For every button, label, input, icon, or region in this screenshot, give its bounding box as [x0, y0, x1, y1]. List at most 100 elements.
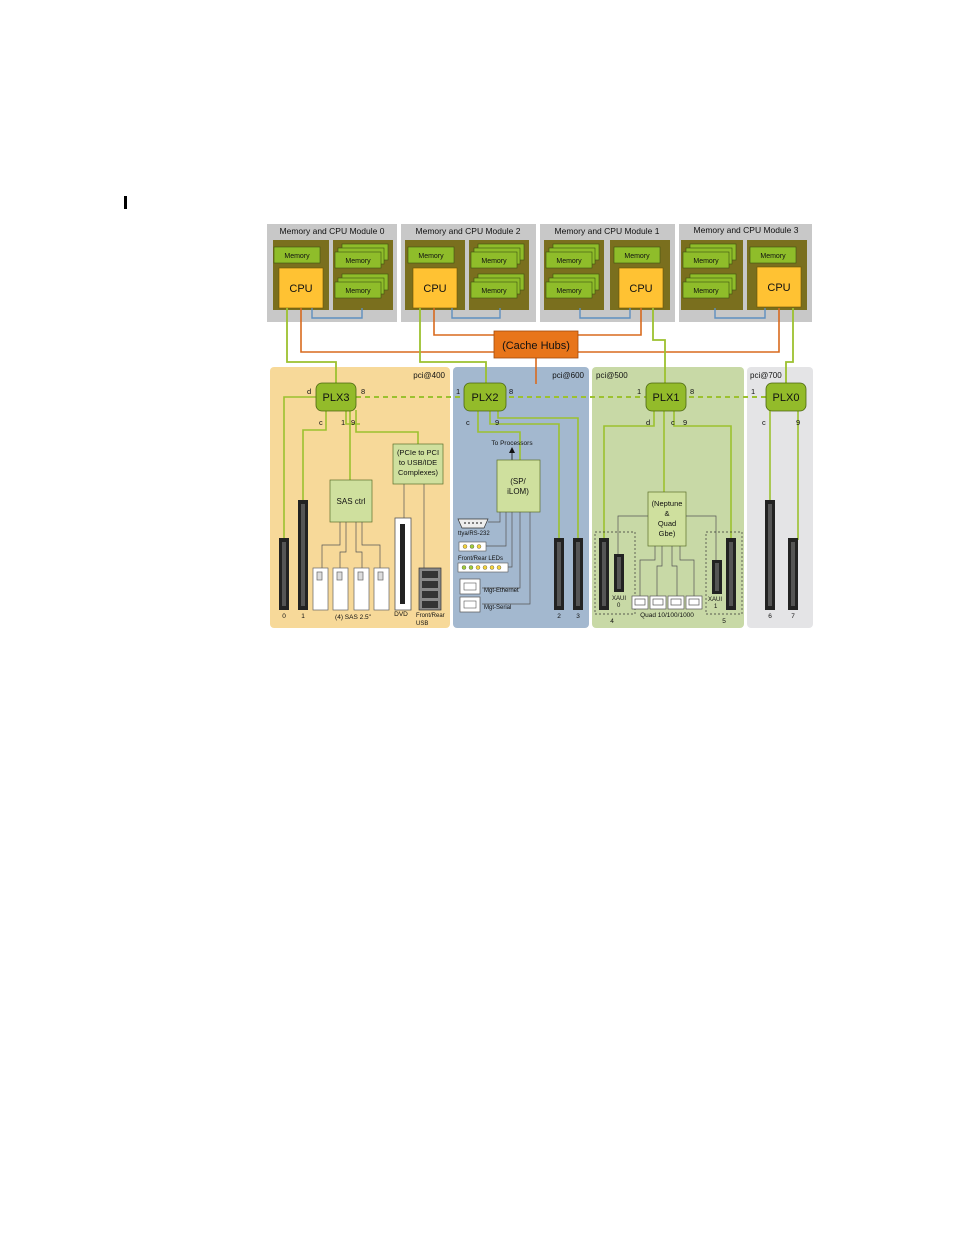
usb-label: USB	[416, 621, 428, 627]
svg-text:7: 7	[791, 613, 795, 620]
tty-label: ttya/RS-232	[458, 531, 490, 537]
region-label: pci@400	[413, 371, 445, 380]
cpu-plx-links	[286, 308, 794, 384]
cpu-label: CPU	[289, 283, 312, 295]
cpu-label: CPU	[629, 283, 652, 295]
quad-ethernet-ports	[631, 595, 703, 610]
region-label: pci@700	[750, 371, 782, 380]
slot-4-group	[594, 531, 636, 615]
svg-text:9: 9	[683, 418, 687, 427]
slot-numbers: 0 1 2 3 4 5 6 7	[282, 613, 795, 625]
svg-text:(SP/: (SP/	[510, 477, 526, 486]
svg-text:PLX2: PLX2	[472, 392, 499, 404]
module-0: Memory and CPU Module 0 Memory CPU Memor…	[267, 224, 397, 322]
pci-wires	[283, 396, 799, 540]
svg-text:PLX1: PLX1	[653, 392, 680, 404]
module-title: Memory and CPU Module 1	[555, 226, 660, 236]
svg-text:c: c	[466, 418, 470, 427]
memory-label: Memory	[556, 288, 582, 295]
module-3: Memory and CPU Module 3 Memory Memory Me…	[679, 224, 812, 322]
svg-text:6: 6	[768, 613, 772, 620]
memory-label: Memory	[693, 258, 719, 265]
svg-text:5: 5	[722, 618, 726, 625]
pcie-slots	[279, 500, 798, 610]
module-2: Memory and CPU Module 2 Memory CPU Memor…	[401, 224, 536, 322]
module-title: Memory and CPU Module 3	[694, 225, 799, 235]
serial-port-icon	[457, 518, 489, 529]
svg-text:0: 0	[282, 613, 286, 620]
xaui1-label: XAUI	[708, 597, 722, 603]
sas-disks	[312, 567, 390, 611]
port-labels: d 8 c 1 9 1 8 c 9 1 8 d c 9 1 c 9	[307, 387, 800, 427]
xaui0-label: XAUI	[612, 596, 626, 602]
dvd-drive	[394, 517, 412, 611]
memory-label: Memory	[760, 253, 786, 260]
sas-wires	[321, 484, 425, 570]
svg-text:iLOM): iLOM)	[507, 487, 529, 496]
margin-change-bar	[124, 196, 127, 209]
svg-text:3: 3	[576, 613, 580, 620]
memory-label: Memory	[418, 253, 444, 260]
memory-label: Memory	[481, 258, 507, 265]
sp-ilom: (SP/ iLOM)	[496, 459, 541, 513]
svg-text:to USB/IDE: to USB/IDE	[399, 458, 437, 467]
memory-links	[311, 308, 766, 319]
quad-label: Quad 10/100/1000	[640, 612, 694, 619]
svg-text:PLX0: PLX0	[773, 392, 800, 404]
svg-text:&: &	[664, 509, 669, 518]
mgt-ethernet-label: Mgt-Ethernet	[484, 588, 519, 594]
svg-text:9: 9	[351, 418, 355, 427]
led-icons-small	[458, 541, 487, 552]
plx1-switch: PLX1	[645, 382, 687, 412]
region-label: pci@500	[596, 371, 628, 380]
plx3-switch: PLX3	[315, 382, 357, 412]
svg-text:SAS ctrl: SAS ctrl	[337, 497, 366, 506]
slot-5-group	[705, 531, 743, 615]
svg-text:1: 1	[301, 613, 305, 620]
svg-text:2: 2	[557, 613, 561, 620]
memory-label: Memory	[624, 253, 650, 260]
svg-text:8: 8	[690, 387, 694, 396]
svg-text:9: 9	[495, 418, 499, 427]
svg-text:c: c	[671, 418, 675, 427]
neptune-wires	[617, 515, 717, 596]
svg-text:(PCIe to PCI: (PCIe to PCI	[397, 448, 439, 457]
memory-label: Memory	[481, 288, 507, 295]
xaui0-label: 0	[617, 603, 621, 609]
region-label: pci@600	[552, 371, 584, 380]
svg-text:PLX3: PLX3	[323, 392, 350, 404]
led-icons-row	[457, 562, 509, 573]
arrow-icon	[509, 447, 515, 453]
svg-text:1: 1	[341, 418, 345, 427]
module-title: Memory and CPU Module 0	[280, 226, 385, 236]
dvd-label: DVD	[394, 611, 408, 618]
svg-text:d: d	[646, 418, 650, 427]
memory-label: Memory	[556, 258, 582, 265]
mgt-serial-label: Mgt-Serial	[484, 605, 511, 611]
svg-text:8: 8	[509, 387, 513, 396]
usb-ports	[418, 567, 442, 611]
memory-label: Memory	[693, 288, 719, 295]
svg-text:1: 1	[456, 387, 460, 396]
module-title: Memory and CPU Module 2	[416, 226, 521, 236]
svg-text:Gbe): Gbe)	[659, 529, 676, 538]
sas-disks-label: (4) SAS 2.5"	[335, 614, 372, 621]
svg-text:9: 9	[796, 418, 800, 427]
leds-label: Front/Rear LEDs	[458, 556, 503, 562]
memory-label: Memory	[345, 288, 371, 295]
svg-text:(Neptune: (Neptune	[652, 499, 683, 508]
cache-hubs-label: (Cache Hubs)	[502, 340, 570, 352]
ethernet-port-icon	[459, 578, 481, 595]
plx2-switch: PLX2	[463, 382, 507, 412]
usb-label: Front/Rear	[416, 613, 445, 619]
cpu-label: CPU	[767, 282, 790, 294]
xaui1-label: 1	[714, 604, 718, 610]
sas-controller: SAS ctrl	[329, 479, 373, 523]
xaui-slot-0	[614, 554, 624, 592]
cache-hub-wires	[300, 308, 780, 384]
svg-text:c: c	[319, 418, 323, 427]
svg-text:c: c	[762, 418, 766, 427]
pcie-bridge: (PCIe to PCI to USB/IDE Complexes)	[392, 443, 444, 485]
neptune-controller: (Neptune & Quad Gbe)	[647, 491, 687, 547]
